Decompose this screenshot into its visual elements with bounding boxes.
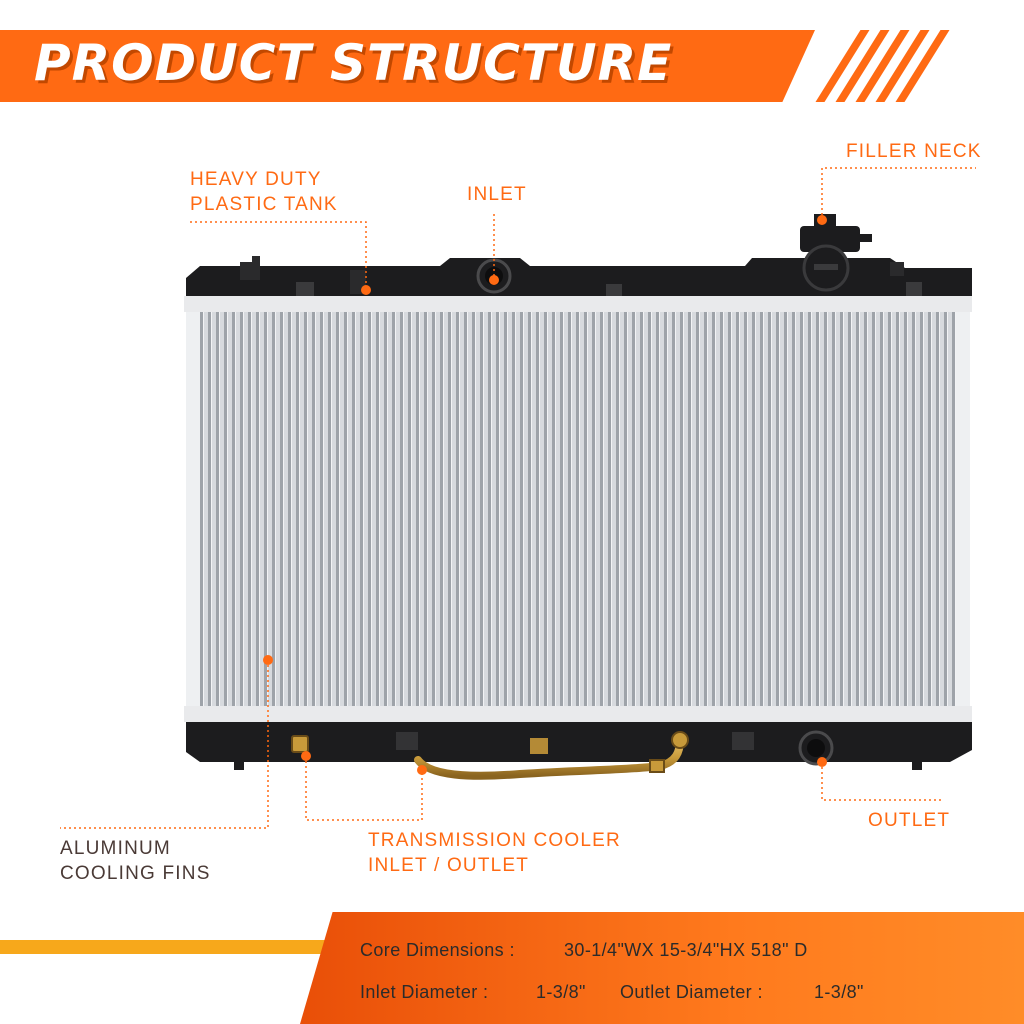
filler-neck-cap xyxy=(800,214,872,292)
label-inlet: INLET xyxy=(467,184,527,205)
label-transmission-cooler: TRANSMISSION COOLER INLET / OUTLET xyxy=(368,830,621,876)
outlet-diameter-label: Outlet Diameter : xyxy=(620,982,763,1002)
aluminum-core xyxy=(186,312,970,706)
title-banner xyxy=(0,30,815,102)
footer-accent-bar xyxy=(0,940,330,954)
callout-lines xyxy=(60,167,976,829)
page-title: PRODUCT STRUCTURE xyxy=(34,34,673,92)
callout-dot xyxy=(417,765,427,775)
label-outlet: OUTLET xyxy=(868,810,951,831)
outlet-pipe xyxy=(798,730,834,766)
core-dimensions-label: Core Dimensions : xyxy=(360,940,515,960)
bottom-plate xyxy=(184,706,972,722)
bottom-plastic-tank xyxy=(186,722,972,770)
top-plate xyxy=(184,296,972,312)
outlet-diameter-value: 1-3/8" xyxy=(814,982,864,1002)
label-aluminum-cooling-fins: ALUMINUM COOLING FINS xyxy=(60,838,211,884)
inlet-diameter-value: 1-3/8" xyxy=(536,982,586,1002)
label-heavy-duty-plastic-tank: HEAVY DUTY PLASTIC TANK xyxy=(190,169,338,215)
inlet-diameter-label: Inlet Diameter : xyxy=(360,982,489,1002)
label-filler-neck: FILLER NECK xyxy=(846,141,982,162)
transmission-cooler-tube xyxy=(291,730,689,780)
spec-panel xyxy=(300,912,1024,1024)
top-plastic-tank xyxy=(186,256,972,296)
callout-dot xyxy=(361,285,371,295)
core-dimensions-value: 30-1/4"WX 15-3/4"HX 518" D xyxy=(564,940,808,960)
